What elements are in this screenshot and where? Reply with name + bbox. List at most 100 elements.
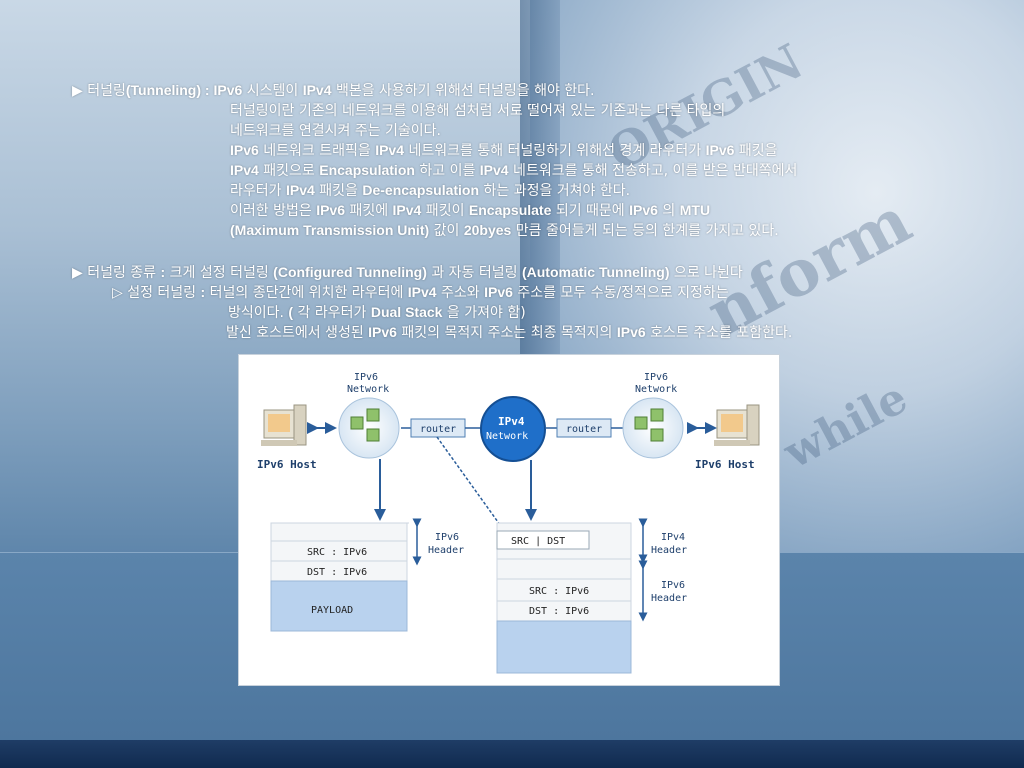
text-line: IPv6 네트워크 트래픽을 IPv4 네트워크를 통해 터널링하기 위해선 경…	[230, 140, 778, 160]
encapsulation-dashed-arrow	[436, 436, 506, 533]
bold-term: (Tunneling) : IPv6	[125, 82, 243, 98]
text-fragment: 발신 호스트에서 생성된	[226, 325, 369, 341]
text-fragment: 터널링이란 기존의 네트워크를 이용해 섬처럼 서로 떨어져 있는 기존과는 다…	[230, 103, 726, 119]
text-fragment: 만큼 줄어들게 되는 등의 한계를 가지고 있다.	[511, 223, 779, 239]
text-line: (Maximum Transmission Unit) 값이 20byes 만큼…	[230, 220, 779, 240]
text-fragment: 이러한 방법은	[230, 203, 317, 219]
bold-term: IPv6	[616, 324, 646, 340]
text-fragment: 방식이다.	[228, 305, 289, 321]
left-packet-src: SRC : IPv6	[307, 547, 367, 558]
ipv6-header-label-line2: Header	[651, 593, 687, 604]
ipv6-header-label-line1: IPv6	[661, 580, 685, 591]
bold-term: IPv4	[375, 142, 405, 158]
text-line: 방식이다. ( 각 라우터가 Dual Stack 을 가져야 함)	[228, 302, 526, 322]
text-fragment: 하는 과정을 거쳐야 한다.	[479, 183, 631, 199]
bold-term: IPv6	[705, 142, 735, 158]
text-fragment: 호스트 주소를 포함한다.	[645, 325, 793, 341]
bold-term: IPv4	[479, 162, 509, 178]
right-packet-outer-header: SRC | DST	[511, 536, 565, 547]
tunneling-diagram: IPv6 Host IPv6 Network router IPv4 Netwo…	[238, 354, 780, 686]
bold-term: :	[160, 264, 166, 280]
text-line: 발신 호스트에서 생성된 IPv6 패킷의 목적지 주소는 최종 목적지의 IP…	[226, 322, 792, 342]
bold-term: Encapsulation	[319, 162, 415, 178]
text-fragment: ▶ 터널링	[72, 83, 126, 99]
text-line: 터널링이란 기존의 네트워크를 이용해 섬처럼 서로 떨어져 있는 기존과는 다…	[230, 100, 725, 120]
bold-term: (Maximum Transmission Unit)	[230, 222, 430, 238]
left-network-label-line1: IPv6	[354, 372, 378, 383]
left-host-label: IPv6 Host	[257, 458, 317, 471]
tunneling-diagram-svg: IPv6 Host IPv6 Network router IPv4 Netwo…	[257, 372, 760, 674]
bold-term: (	[288, 304, 294, 320]
text-line: ▶ 터널링(Tunneling) : IPv6 시스템이 IPv4 백본을 사용…	[72, 80, 595, 100]
ipv4-header-label-line2: Header	[651, 545, 687, 556]
right-router-label: router	[566, 424, 602, 435]
left-network-label-line2: Network	[347, 384, 389, 395]
text-fragment: 주소를 모두 수동/정적으로 지정하는	[512, 285, 729, 301]
bold-term: (Configured Tunneling)	[273, 264, 427, 280]
bold-term: IPv6	[230, 142, 259, 158]
text-fragment: ▷ 설정 터널링	[112, 285, 201, 301]
bold-term: IPv6	[629, 202, 658, 218]
right-host-label: IPv6 Host	[695, 458, 755, 471]
text-line: 네트워크를 연결시켜 주는 기술이다.	[230, 120, 441, 140]
text-fragment: 라우터가	[230, 183, 286, 199]
left-header-label-line1: IPv6	[435, 532, 459, 543]
background-footer-bar	[0, 740, 1024, 768]
right-network-label-line2: Network	[635, 384, 677, 395]
bold-term: De-encapsulation	[362, 182, 480, 198]
text-fragment: 패킷을	[734, 143, 778, 159]
text-fragment: 패킷에	[345, 203, 393, 219]
text-fragment: 을 가져야 함)	[442, 305, 526, 321]
text-fragment: 크게 설정 터널링	[165, 265, 274, 281]
right-ipv6-network-icon	[622, 397, 684, 459]
text-fragment: 패킷이	[421, 203, 469, 219]
text-line: IPv4 패킷으로 Encapsulation 하고 이를 IPv4 네트워크를…	[230, 160, 797, 180]
text-fragment: 네트워크 트래픽을	[258, 143, 376, 159]
text-fragment: 되기 때문에	[551, 203, 630, 219]
bold-term: MTU	[679, 202, 711, 218]
ipv4-network-label-line2: Network	[486, 431, 528, 442]
left-ipv6-packet	[270, 522, 409, 632]
text-line: 이러한 방법은 IPv6 패킷에 IPv4 패킷이 Encapsulate 되기…	[230, 200, 710, 220]
bold-term: :	[200, 284, 206, 300]
right-encapsulated-packet	[496, 522, 632, 674]
ipv4-header-label-line1: IPv4	[661, 532, 685, 543]
right-packet-src: SRC : IPv6	[529, 586, 589, 597]
text-fragment: 패킷을	[314, 183, 363, 199]
left-packet-payload: PAYLOAD	[311, 605, 353, 616]
bold-term: IPv4	[392, 202, 422, 218]
bold-term: IPv4	[285, 182, 315, 198]
text-fragment: 으로 나뉜다	[669, 265, 743, 281]
right-host-computer-icon	[714, 404, 760, 446]
text-fragment: 네트워크를 연결시켜 주는 기술이다.	[230, 123, 441, 139]
left-router-label: router	[420, 424, 456, 435]
text-fragment: 터널의 종단간에 위치한 라우터에	[205, 285, 408, 301]
text-line: ▷ 설정 터널링 : 터널의 종단간에 위치한 라우터에 IPv4 주소와 IP…	[112, 282, 729, 302]
text-fragment: 의	[657, 203, 680, 219]
text-fragment: 백본을 사용하기 위해선 터널링을 해야 한다.	[331, 83, 595, 99]
bold-term: 20byes	[463, 222, 512, 238]
bold-term: IPv6	[368, 324, 397, 340]
text-fragment: 패킷으로	[258, 163, 320, 179]
bold-term: Dual Stack	[370, 304, 443, 320]
bold-term: IPv4	[230, 162, 259, 178]
text-fragment: 각 라우터가	[293, 305, 371, 321]
right-packet-dst: DST : IPv6	[529, 606, 589, 617]
ipv4-network-circle	[480, 396, 546, 462]
bold-term: (Automatic Tunneling)	[521, 264, 670, 280]
left-host-computer-icon	[261, 404, 307, 446]
left-ipv6-network-icon	[338, 397, 400, 459]
left-packet-dst: DST : IPv6	[307, 567, 367, 578]
bold-term: IPv6	[484, 284, 513, 300]
text-fragment: 주소와	[436, 285, 485, 301]
text-fragment: 시스템이	[242, 83, 303, 99]
bold-term: Encapsulate	[468, 202, 552, 218]
ipv4-network-label-line1: IPv4	[498, 415, 525, 428]
bold-term: IPv6	[316, 202, 345, 218]
text-line: 라우터가 IPv4 패킷을 De-encapsulation 하는 과정을 거쳐…	[230, 180, 630, 200]
left-header-label-line2: Header	[428, 545, 464, 556]
bold-term: IPv4	[407, 284, 437, 300]
text-fragment: 패킷의 목적지 주소는 최종 목적지의	[396, 325, 617, 341]
text-fragment: 값이	[429, 223, 464, 239]
